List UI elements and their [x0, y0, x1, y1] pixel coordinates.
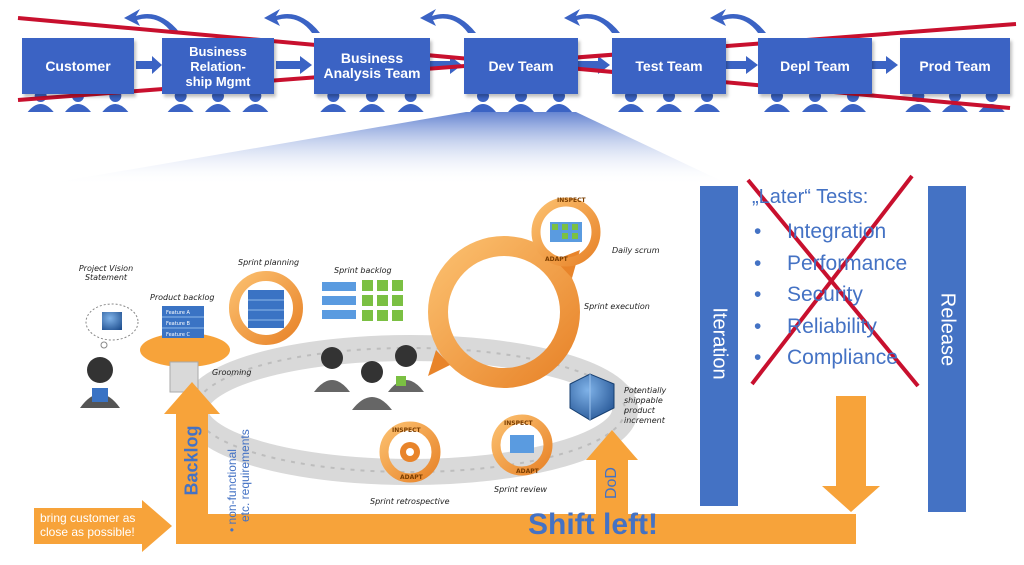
later-test-item: • Reliability	[754, 311, 907, 343]
team-label-line: Business	[189, 43, 247, 59]
release-bar	[928, 186, 966, 512]
team-label-line: Business	[340, 50, 404, 66]
product-backlog-stack	[140, 306, 230, 393]
team-label-line: Relation-	[190, 58, 246, 74]
team-customer: Customer	[22, 38, 134, 94]
team-label: Customer	[45, 57, 111, 74]
shippable-cube	[569, 373, 615, 421]
bullet: •	[754, 346, 762, 369]
bring-customer-arrow	[34, 500, 172, 552]
later-test-item: • Security	[754, 279, 907, 311]
bring-customer-line1: bring customer as	[40, 511, 136, 525]
sprint-planning-cycle	[229, 271, 303, 345]
later-test-item: • Performance	[754, 248, 907, 280]
later-tests-title: „Later“ Tests:	[752, 186, 869, 208]
bullet: •	[754, 283, 762, 306]
bring-customer-note: bring customer as close as possible!	[40, 511, 135, 539]
sprint-execution-label: Sprint execution	[584, 302, 650, 311]
shippable-increment-label: Potentially shippable product increment	[624, 386, 667, 425]
team-depl: Depl Team	[758, 38, 872, 94]
sprint-backlog-grid	[322, 280, 403, 321]
later-test-label: Performance	[787, 251, 908, 275]
team-prod: Prod Team	[900, 38, 1010, 94]
team-business-relationship-mgmt: Business Relation- ship Mgmt	[162, 38, 274, 94]
team-figures	[314, 345, 424, 410]
adapt-tag-daily: ADAPT	[545, 256, 568, 263]
backlog-label: Backlog	[181, 425, 202, 496]
later-test-label: Reliability	[787, 314, 877, 338]
inspect-tag-review: INSPECT	[504, 420, 533, 427]
team-label-line: ship Mgmt	[185, 73, 251, 89]
backlog-feature-list: Feature A Feature B Feature C	[166, 308, 202, 341]
release-down-arrow	[822, 396, 880, 512]
later-tests-list: • Integration • Performance • Security • Rel…	[754, 216, 907, 374]
later-test-label: Compliance	[787, 346, 898, 369]
feedback-arrows	[124, 9, 766, 33]
team-label: Depl Team	[780, 57, 850, 74]
team-business-analysis: Business Analysis Team	[314, 38, 430, 94]
later-test-label: Integration	[787, 220, 887, 243]
product-owner-figure	[80, 357, 120, 408]
iteration-label: Iteration	[708, 307, 731, 380]
later-test-item: • Compliance	[754, 342, 907, 374]
adapt-tag-review: ADAPT	[516, 468, 539, 475]
nfr-note: • non-functional etc. requirements	[225, 382, 252, 532]
bullet: •	[754, 251, 762, 275]
retrospective-cycle	[379, 421, 441, 483]
daily-scrum-cycle	[531, 197, 601, 267]
grooming-label: Grooming	[212, 368, 252, 377]
iteration-bar	[700, 186, 738, 506]
dod-label: DoD	[603, 467, 620, 500]
bullet: •	[754, 220, 762, 243]
release-label: Release	[936, 292, 959, 367]
review-cycle	[491, 414, 553, 476]
later-test-item: • Integration	[754, 216, 907, 248]
dod-arrow	[586, 430, 638, 516]
backlog-feature: Feature C	[166, 332, 190, 338]
team-label: Prod Team	[919, 57, 991, 74]
adapt-tag-retro: ADAPT	[400, 474, 423, 481]
nfr-line1: non-functional	[225, 449, 239, 525]
shift-left-bar	[176, 514, 856, 544]
zoom-funnel	[40, 112, 730, 185]
sprint-review-label: Sprint review	[494, 485, 548, 494]
vision-bubble	[85, 303, 139, 349]
bullet: •	[754, 314, 762, 338]
sprint-backlog-label: Sprint backlog	[334, 266, 392, 275]
backlog-feature: Feature B	[166, 321, 190, 327]
inspect-tag-daily: INSPECT	[557, 197, 586, 204]
later-tests-strike	[746, 174, 920, 388]
nfr-line2: etc. requirements	[238, 429, 252, 522]
team-test: Test Team	[612, 38, 726, 94]
shift-left-label: Shift left!	[528, 508, 658, 541]
team-label-line: Analysis Team	[323, 65, 421, 81]
bring-customer-line2: close as possible!	[40, 525, 135, 539]
daily-scrum-label: Daily scrum	[612, 246, 660, 255]
team-dev: Dev Team	[464, 38, 578, 94]
product-backlog-label: Product backlog	[150, 293, 215, 302]
inspect-tag-retro: INSPECT	[392, 427, 421, 434]
sprint-planning-label: Sprint planning	[238, 258, 300, 267]
team-label: Dev Team	[488, 57, 554, 74]
sprint-retrospective-label: Sprint retrospective	[370, 497, 450, 506]
later-test-label: Security	[787, 283, 863, 306]
backlog-feature: Feature A	[166, 310, 190, 316]
nfr-bullet: •	[225, 527, 239, 532]
project-vision-label: Project Vision Statement	[78, 264, 134, 282]
team-label: Test Team	[635, 57, 703, 74]
